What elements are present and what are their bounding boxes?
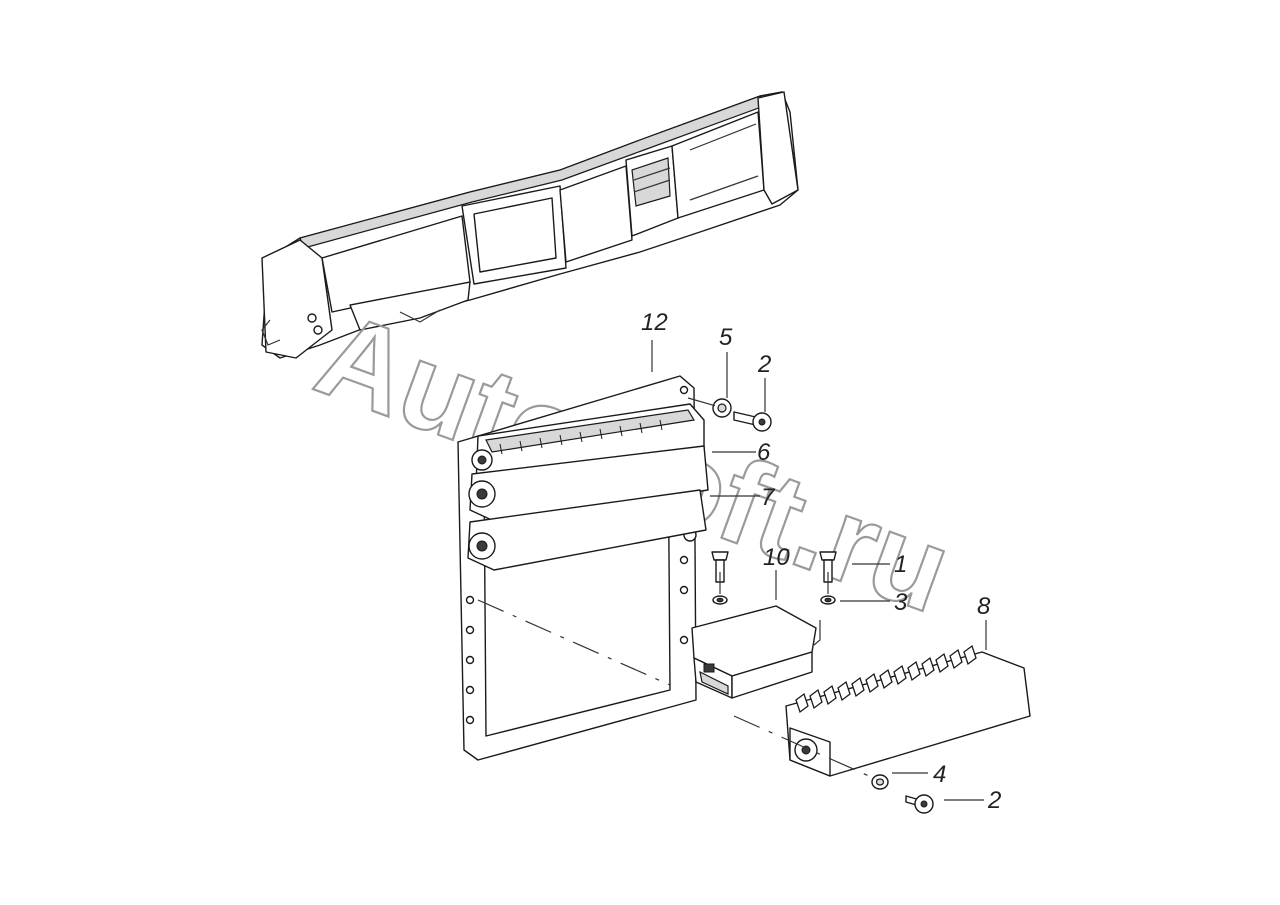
bottom-fasteners xyxy=(871,774,934,814)
callout-10: 10 xyxy=(763,544,790,571)
callout-1: 1 xyxy=(894,551,907,578)
callout-2-top: 2 xyxy=(757,351,771,378)
module-unit xyxy=(785,644,1031,777)
callout-labels: 12 5 2 6 7 10 1 3 8 4 2 xyxy=(641,309,1001,814)
callout-3: 3 xyxy=(894,589,908,616)
assembly-lines xyxy=(477,397,879,781)
bracket-unit xyxy=(691,605,821,699)
callout-2-bottom: 2 xyxy=(987,787,1001,814)
callout-8: 8 xyxy=(977,593,991,620)
dashboard-panel xyxy=(261,91,799,359)
callout-7: 7 xyxy=(761,484,776,511)
control-unit-stack xyxy=(467,403,709,571)
callout-12: 12 xyxy=(641,309,668,336)
callout-4: 4 xyxy=(933,761,946,788)
callout-6: 6 xyxy=(757,439,771,466)
leader-lines xyxy=(651,340,987,801)
top-fasteners xyxy=(712,398,772,432)
callout-5: 5 xyxy=(719,324,733,351)
